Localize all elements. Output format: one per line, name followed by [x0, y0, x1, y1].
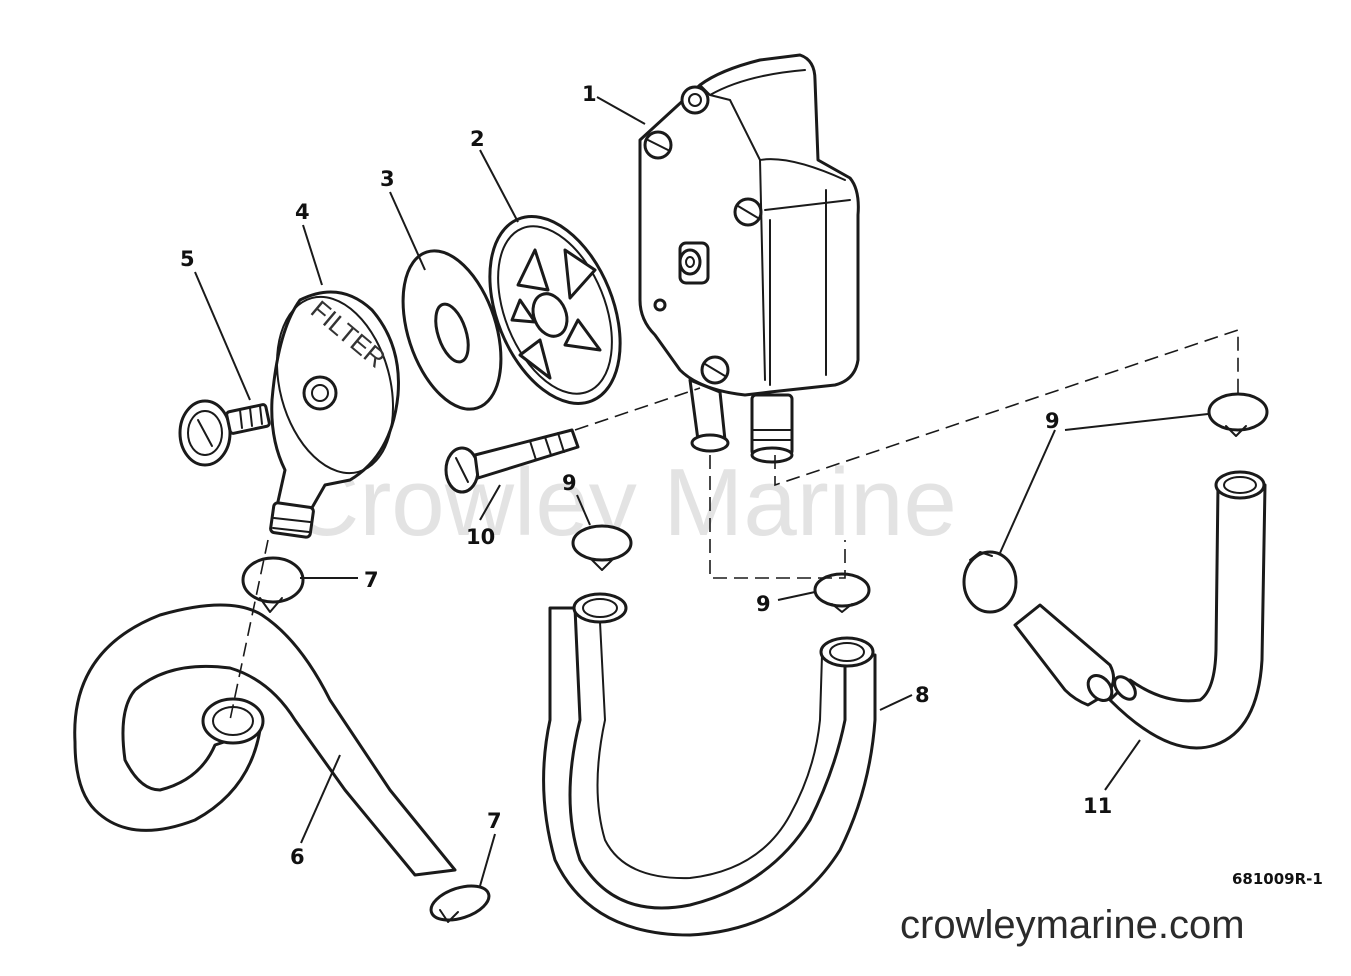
clamp-9-lower-right[interactable]	[813, 572, 871, 613]
diagram-number: 681009R-1	[1232, 870, 1323, 888]
gasket[interactable]	[385, 238, 519, 421]
thumb-screw[interactable]	[178, 399, 271, 467]
callout-1: 1	[582, 82, 597, 106]
callout-9-center: 9	[562, 471, 577, 495]
callout-9-right: 9	[1045, 409, 1060, 433]
clamp-9-left[interactable]	[962, 550, 1018, 614]
callout-11: 11	[1083, 794, 1112, 818]
callout-7-lower: 7	[487, 809, 502, 833]
filter-cover[interactable]: FILTER	[259, 284, 412, 539]
website-label: crowleymarine.com	[900, 903, 1245, 947]
callout-8: 8	[915, 683, 930, 707]
callout-3: 3	[380, 167, 395, 191]
fuel-pump-body[interactable]	[638, 53, 860, 464]
hose-8[interactable]	[542, 592, 877, 937]
long-screw[interactable]	[444, 428, 580, 494]
callout-9-lower: 9	[756, 592, 771, 616]
leader-lines	[194, 96, 1209, 887]
clamp-7-upper[interactable]	[241, 556, 305, 613]
clamp-7-lower[interactable]	[427, 879, 493, 926]
diaphragm-plate[interactable]	[465, 197, 646, 422]
callout-2: 2	[470, 127, 485, 151]
callout-7-upper: 7	[364, 568, 379, 592]
callout-10: 10	[466, 525, 495, 549]
hose-6[interactable]	[73, 603, 457, 877]
callout-5: 5	[180, 247, 195, 271]
hose-11[interactable]	[1013, 470, 1267, 750]
clamp-9-center[interactable]	[571, 524, 633, 571]
callout-4: 4	[295, 200, 310, 224]
callout-6: 6	[290, 845, 305, 869]
clamp-9-far-right[interactable]	[1207, 392, 1269, 437]
assembly-lines	[229, 328, 1239, 721]
